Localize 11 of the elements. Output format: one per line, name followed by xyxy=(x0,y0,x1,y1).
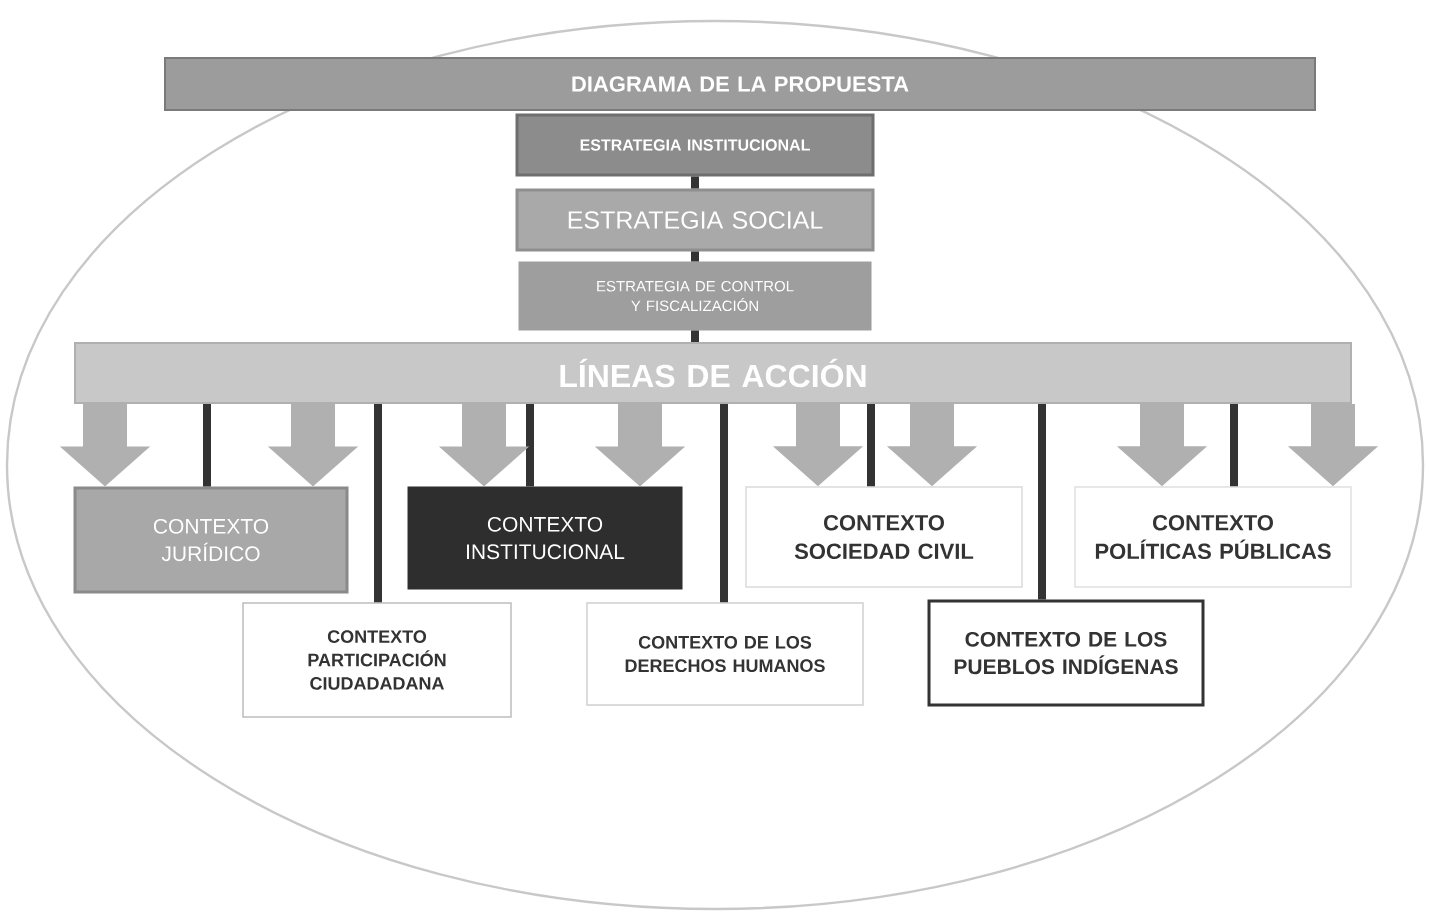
context-box: CONTEXTO INSTITUCIONAL xyxy=(407,486,683,590)
context-box: CONTEXTO DE LOS DERECHOS HUMANOS xyxy=(586,602,864,706)
title-bar: DIAGRAMA DE LA PROPUESTA xyxy=(164,57,1316,111)
context-box: CONTEXTO JURÍDICO xyxy=(73,486,349,594)
strategy-box: ESTRATEGIA DE CONTROL Y FISCALIZACIÓN xyxy=(518,261,872,331)
strategy-box: ESTRATEGIA SOCIAL xyxy=(515,188,875,252)
context-box: CONTEXTO PARTICIPACIÓN CIUDADADANA xyxy=(242,602,512,718)
strategy-box: ESTRATEGIA INSTITUCIONAL xyxy=(515,113,875,177)
context-box: CONTEXTO SOCIEDAD CIVIL xyxy=(745,486,1023,588)
context-box: CONTEXTO POLÍTICAS PÚBLICAS xyxy=(1074,486,1352,588)
context-box: CONTEXTO DE LOS PUEBLOS INDÍGENAS xyxy=(927,599,1205,707)
